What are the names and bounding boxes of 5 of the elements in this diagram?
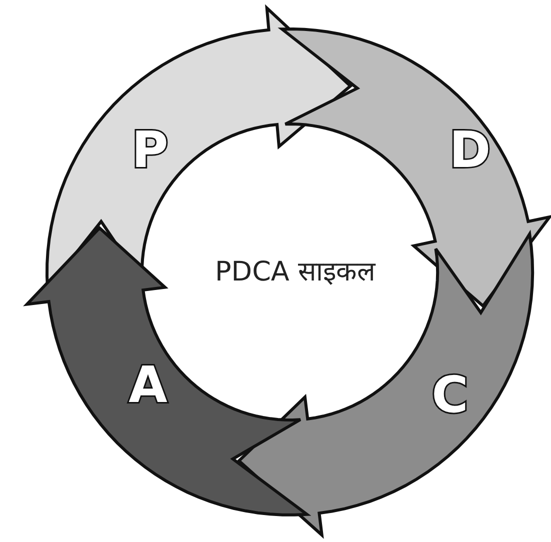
- phase-letter: A: [128, 360, 168, 410]
- phase-letter: P: [132, 124, 168, 175]
- cycle-title: PDCA साइकल: [215, 256, 375, 288]
- phase-letter: D: [449, 124, 491, 175]
- phase-letter: C: [432, 370, 468, 420]
